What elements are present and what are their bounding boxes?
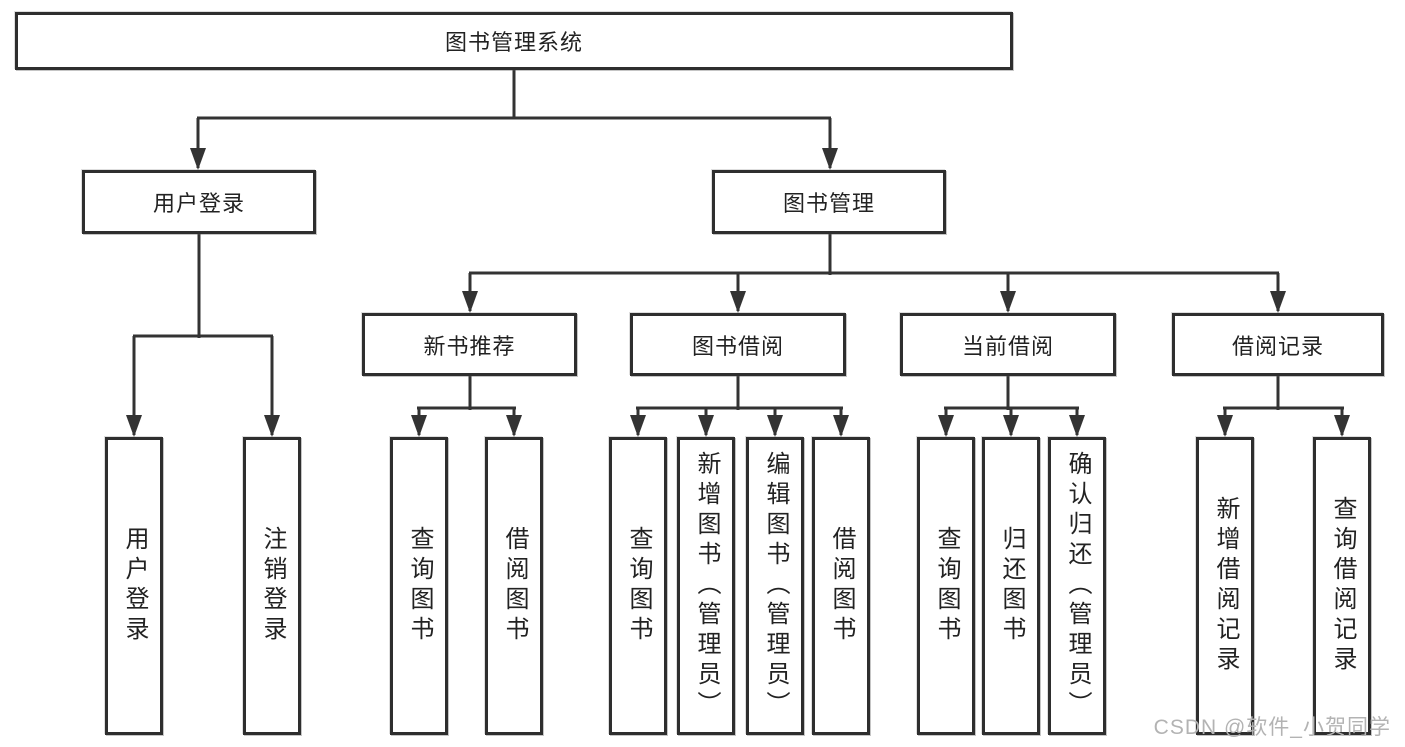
leaf-borrow-book-newbook: 借阅图书 (485, 437, 543, 735)
leaf-confirm-return-admin: 确认归还（管理员） (1048, 437, 1106, 735)
leaf-label: 用户登录 (121, 526, 148, 646)
leaf-label: 新增借阅记录 (1212, 496, 1239, 676)
node-current-borrowing: 当前借阅 (900, 313, 1116, 376)
leaf-query-book-current: 查询图书 (917, 437, 975, 735)
leaf-query-book-borrow: 查询图书 (609, 437, 667, 735)
leaf-add-book-admin: 新增图书（管理员） (677, 437, 735, 735)
leaf-label: 查询借阅记录 (1329, 496, 1356, 676)
leaf-edit-book-admin: 编辑图书（管理员） (746, 437, 804, 735)
leaf-label: 借阅图书 (501, 526, 528, 646)
leaf-label: 新增图书（管理员） (693, 451, 720, 721)
leaf-label: 注销登录 (259, 526, 286, 646)
connector-userlogin-to-leaves (126, 234, 280, 437)
leaf-borrow-book: 借阅图书 (812, 437, 870, 735)
leaf-label: 编辑图书（管理员） (762, 451, 789, 721)
node-borrow-records: 借阅记录 (1172, 313, 1384, 376)
leaf-query-book-newbook: 查询图书 (390, 437, 448, 735)
leaf-label: 查询图书 (625, 526, 652, 646)
node-new-book-recommendation: 新书推荐 (362, 313, 577, 376)
node-book-management: 图书管理 (712, 170, 946, 234)
leaf-label: 归还图书 (998, 526, 1025, 646)
connector-records-to-leaves (1217, 376, 1350, 437)
leaf-label: 确认归还（管理员） (1064, 451, 1091, 721)
connector-current-to-leaves (938, 376, 1085, 437)
node-library-management-system: 图书管理系统 (15, 12, 1013, 70)
connector-borrow-to-leaves (630, 376, 849, 437)
leaf-label: 借阅图书 (828, 526, 855, 646)
connector-bookmgmt-to-level3 (462, 234, 1286, 313)
leaf-add-borrow-record: 新增借阅记录 (1196, 437, 1254, 735)
leaf-logout: 注销登录 (243, 437, 301, 735)
node-user-login: 用户登录 (82, 170, 316, 234)
leaf-return-book: 归还图书 (982, 437, 1040, 735)
leaf-query-borrow-record: 查询借阅记录 (1313, 437, 1371, 735)
leaf-user-login: 用户登录 (105, 437, 163, 735)
leaf-label: 查询图书 (933, 526, 960, 646)
leaf-label: 查询图书 (406, 526, 433, 646)
connector-newbook-to-leaves (411, 376, 522, 437)
node-book-borrowing: 图书借阅 (630, 313, 846, 376)
connector-root-to-level2 (190, 68, 838, 170)
